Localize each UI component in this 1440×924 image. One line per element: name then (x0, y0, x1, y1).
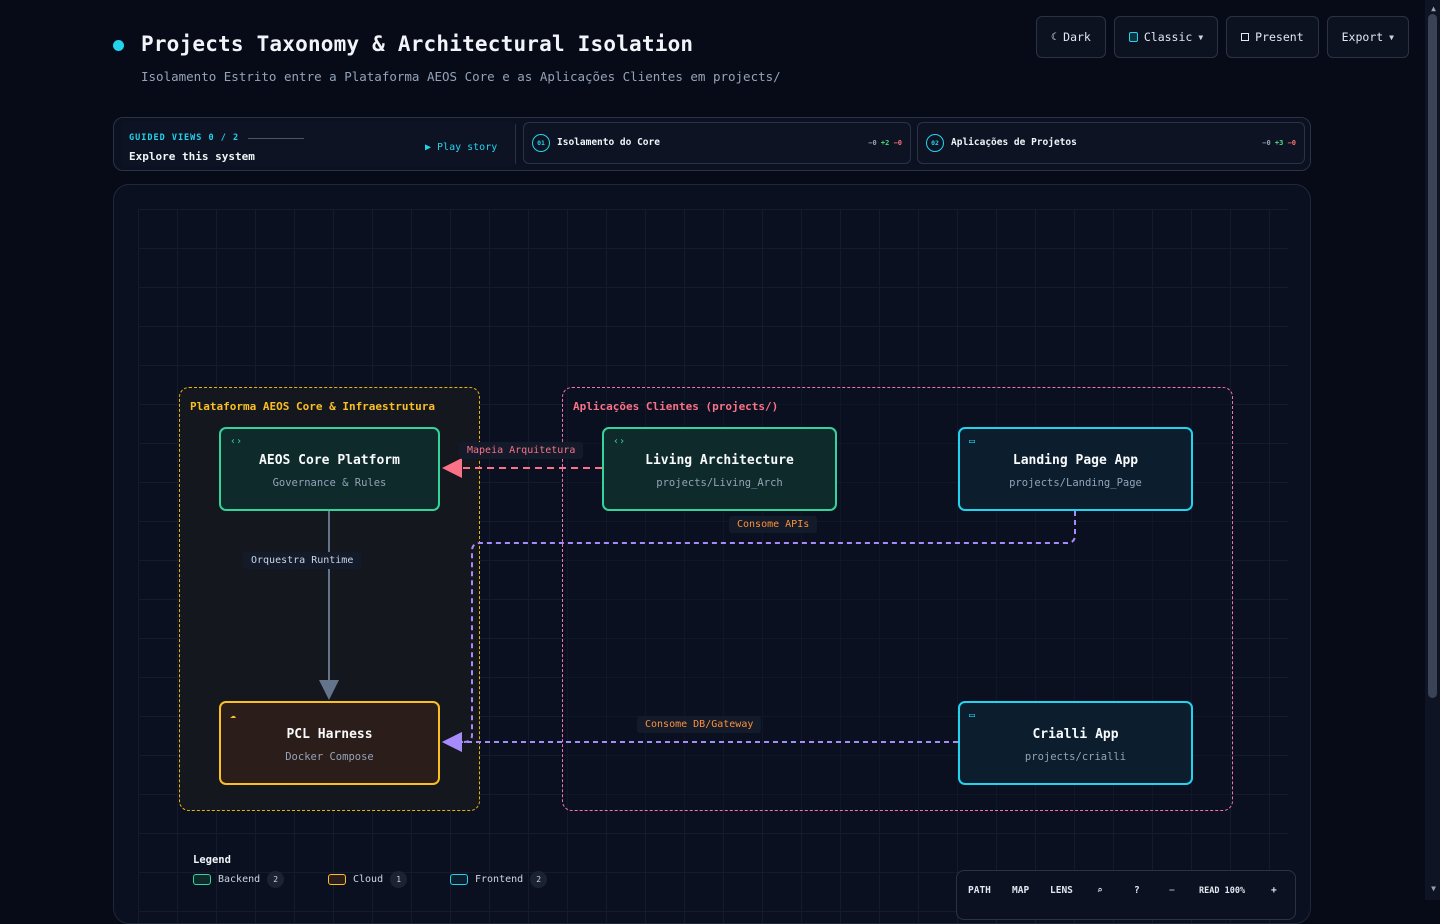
node-aeos-core-platform[interactable]: ‹› AEOS Core Platform Governance & Rules (219, 427, 440, 511)
edge-label-db: Consome DB/Gateway (637, 716, 762, 733)
export-label: Export (1341, 30, 1384, 44)
code-icon: ‹› (230, 436, 243, 447)
node-subtitle: projects/Living_Arch (656, 477, 783, 489)
present-icon (1241, 33, 1250, 41)
help-icon[interactable]: ? (1134, 885, 1140, 896)
guided-heading: Explore this system (129, 150, 255, 163)
legend-label: Frontend (475, 874, 524, 885)
lens-button[interactable]: LENS (1050, 885, 1073, 896)
step-label: Aplicações de Projetos (951, 137, 1077, 148)
play-story-button[interactable]: ▶ Play story (425, 142, 498, 153)
present-label: Present (1255, 30, 1304, 44)
node-living-architecture[interactable]: ‹› Living Architecture projects/Living_A… (602, 427, 837, 511)
theme-dropdown[interactable]: Classic ▼ (1113, 16, 1219, 58)
browser-icon: ▭ (969, 710, 976, 721)
scroll-thumb[interactable] (1428, 14, 1437, 698)
present-button[interactable]: Present (1226, 16, 1319, 58)
edge-label-apis: Consome APIs (729, 516, 818, 533)
legend-count: 2 (267, 871, 285, 888)
guided-step-1[interactable]: 01 Isolamento do Core −0 +2 −0 (523, 122, 911, 164)
legend-item-frontend[interactable]: Frontend 2 (450, 871, 548, 888)
legend: Legend Backend 2 Cloud 1 Frontend 2 (193, 854, 548, 888)
legend-item-backend[interactable]: Backend 2 (193, 871, 285, 888)
legend-swatch (450, 874, 468, 885)
browser-icon: ▭ (969, 436, 976, 447)
node-pcl-harness[interactable]: ☁ PCL Harness Docker Compose (219, 701, 440, 785)
moon-icon: ☾ (1051, 31, 1058, 43)
legend-count: 2 (530, 871, 548, 888)
legend-title: Legend (193, 854, 231, 866)
zoom-out-button[interactable]: − (1169, 885, 1175, 896)
scroll-up-icon[interactable]: ▲ (1431, 4, 1436, 13)
scroll-down-icon[interactable]: ▼ (1431, 884, 1436, 893)
node-title: Landing Page App (1012, 453, 1139, 468)
status-dot (113, 40, 124, 51)
legend-item-cloud[interactable]: Cloud 1 (328, 871, 408, 888)
path-button[interactable]: PATH (968, 885, 991, 896)
edge-label-mapeia: Mapeia Arquitetura (459, 442, 584, 459)
top-toolbar: ☾ Dark Classic ▼ Present Export ▼ (1036, 16, 1409, 58)
zoom-in-button[interactable]: + (1271, 885, 1277, 896)
node-subtitle: projects/crialli (1024, 751, 1127, 763)
node-landing-page-app[interactable]: ▭ Landing Page App projects/Landing_Page (958, 427, 1193, 511)
guided-intro: GUIDED VIEWS 0 / 2 Explore this system ▶… (121, 122, 515, 166)
legend-swatch (193, 874, 211, 885)
step-diff: −0 +2 −0 (868, 139, 902, 147)
cloud-icon: ☁ (230, 710, 237, 721)
edge-label-orquestra: Orquestra Runtime (243, 552, 362, 569)
group-title: Aplicações Clientes (projects/) (573, 400, 779, 413)
node-title: Living Architecture (645, 453, 794, 468)
dark-mode-label: Dark (1063, 30, 1091, 44)
search-icon[interactable]: ⌕ (1097, 885, 1103, 896)
read-zoom-level[interactable]: READ 100% (1199, 886, 1246, 896)
page-title: Projects Taxonomy & Architectural Isolat… (141, 32, 694, 56)
step-number: 01 (532, 134, 550, 152)
page-subtitle: Isolamento Estrito entre a Plataforma AE… (141, 69, 781, 84)
page-scrollbar[interactable]: ▲ ▼ (1425, 0, 1440, 900)
chevron-down-icon: ▼ (1198, 32, 1204, 42)
theme-label: Classic (1143, 30, 1193, 44)
node-title: AEOS Core Platform (259, 453, 400, 468)
guided-kicker: GUIDED VIEWS 0 / 2 (129, 133, 240, 143)
divider (515, 124, 516, 164)
node-subtitle: Governance & Rules (272, 477, 387, 489)
node-title: Crialli App (1032, 727, 1119, 742)
map-button[interactable]: MAP (1012, 885, 1030, 896)
guided-step-2[interactable]: 02 Aplicações de Projetos −0 +3 −0 (917, 122, 1305, 164)
step-diff: −0 +3 −0 (1262, 139, 1296, 147)
export-dropdown[interactable]: Export ▼ (1326, 16, 1409, 58)
node-title: PCL Harness (286, 727, 373, 742)
code-icon: ‹› (613, 436, 626, 447)
step-label: Isolamento do Core (557, 137, 660, 148)
dark-mode-button[interactable]: ☾ Dark (1036, 16, 1106, 58)
legend-swatch (328, 874, 346, 885)
node-subtitle: projects/Landing_Page (1009, 477, 1142, 489)
node-crialli-app[interactable]: ▭ Crialli App projects/crialli (958, 701, 1193, 785)
group-title: Plataforma AEOS Core & Infraestrutura (190, 400, 436, 413)
legend-count: 1 (390, 871, 408, 888)
chevron-down-icon: ▼ (1389, 32, 1394, 42)
legend-label: Cloud (353, 874, 384, 885)
guided-progress-line (248, 138, 304, 139)
guided-views-bar: GUIDED VIEWS 0 / 2 Explore this system ▶… (113, 117, 1311, 171)
theme-swatch-icon (1128, 32, 1138, 42)
canvas-toolbar: PATH MAP LENS ⌕ ? − READ 100% + (956, 870, 1296, 920)
step-number: 02 (926, 134, 944, 152)
legend-label: Backend (218, 874, 261, 885)
node-subtitle: Docker Compose (285, 751, 374, 763)
